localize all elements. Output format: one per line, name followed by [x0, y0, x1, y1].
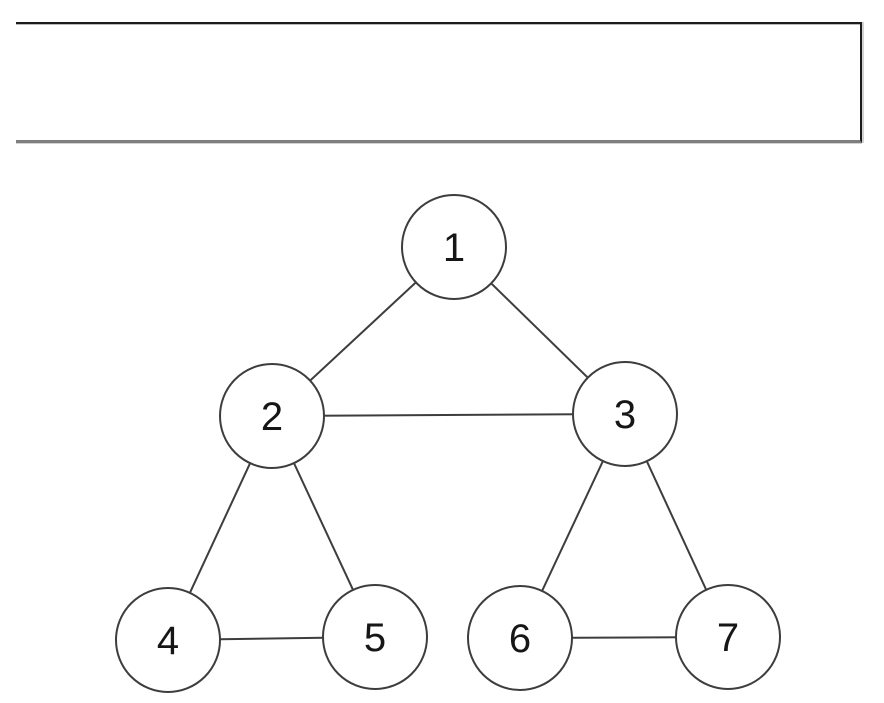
- graph-node-label-2: 2: [261, 395, 283, 439]
- graph-node-circle-6: [467, 585, 573, 691]
- graph-node-label-4: 4: [157, 619, 179, 663]
- graph-node-circle-5: [322, 584, 428, 690]
- graph-node-label-5: 5: [364, 616, 386, 660]
- graph-node-circle-3: [572, 361, 678, 467]
- graph-node-label-3: 3: [614, 393, 636, 437]
- graph-node-circle-7: [675, 584, 781, 690]
- graph-node-circle-4: [115, 587, 221, 693]
- graph-node-6: 6: [467, 585, 573, 691]
- graph-node-label-1: 1: [443, 226, 465, 270]
- empty-text-box[interactable]: [16, 22, 862, 143]
- graph-node-circle-2: [219, 363, 325, 469]
- graph-node-5: 5: [322, 584, 428, 690]
- graph-node-1: 1: [401, 194, 507, 300]
- graph-node-circle-1: [401, 194, 507, 300]
- graph-node-label-7: 7: [717, 616, 739, 660]
- graph-node-4: 4: [115, 587, 221, 693]
- graph-node-2: 2: [219, 363, 325, 469]
- graph-edge-2-3: [271, 413, 626, 417]
- graph-node-7: 7: [675, 584, 781, 690]
- graph-node-3: 3: [572, 361, 678, 467]
- graph-node-label-6: 6: [509, 617, 531, 661]
